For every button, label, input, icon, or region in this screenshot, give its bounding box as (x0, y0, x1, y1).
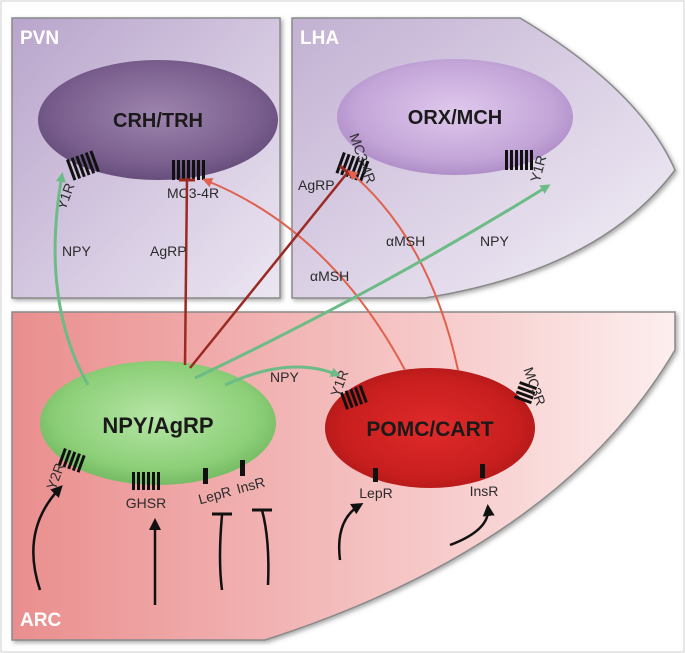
pvn-label: PVN (20, 28, 59, 49)
crh-trh-neuron: CRH/TRH (38, 60, 278, 180)
receptor-glyph-lha-y1r (505, 150, 533, 170)
y2r-input-arrow (32, 485, 63, 591)
orx-mch-neuron: ORX/MCH (337, 59, 573, 175)
receptor-glyph-npy-y2r (57, 448, 86, 473)
signal-label-agrp-lha: AgRP (298, 177, 335, 193)
signal-label-npy-lha: NPY (480, 233, 509, 249)
lepr-input-line (218, 514, 224, 591)
receptor-glyph-pvn-y1r (66, 150, 100, 181)
signal-label-npy-pomc: NPY (270, 369, 299, 385)
receptor-glyph-ghsr (132, 472, 160, 490)
amsh-to-pvn-arrow (202, 177, 406, 371)
receptor-glyph-npy-lepr (203, 468, 208, 484)
receptor-glyph-pomc-insr (480, 464, 485, 478)
receptor-label-pomc-insr: InsR (470, 483, 499, 499)
receptor-glyph-pomc-lepr (373, 468, 378, 482)
pomc-cart-neuron: POMC/CART (325, 368, 535, 488)
receptor-glyph-pomc-y1r (340, 385, 368, 410)
agrp-to-pvn-line (183, 177, 189, 366)
pomc-lepr-input-arrow (338, 502, 364, 561)
amsh-to-lha-arrow (347, 170, 459, 371)
receptor-glyph-npy-insr (240, 460, 245, 476)
receptor-label-npy-insr: InsR (235, 474, 267, 497)
signal-label-amsh-lha: αMSH (386, 233, 425, 249)
receptor-label-pvn-mc34r: MC3-4R (167, 185, 219, 201)
signal-label-amsh-pvn: αMSH (310, 268, 349, 284)
orx-mch-label: ORX/MCH (408, 107, 502, 129)
npy-to-pomc-arrow (224, 365, 341, 387)
npy-to-pvn-arrow (53, 172, 90, 386)
npy-to-lha-arrow (194, 184, 551, 380)
agrp-to-lha-line (189, 171, 349, 369)
npy-agrp-neuron: NPY/AgRP (40, 361, 276, 485)
lha-label: LHA (300, 28, 339, 49)
pomc-insr-input-arrow (449, 504, 495, 547)
arc-label: ARC (20, 610, 61, 631)
crh-trh-label: CRH/TRH (113, 110, 203, 132)
receptor-glyph-pvn-mc34r (172, 160, 205, 180)
signal-label-npy-pvn: NPY (62, 243, 91, 259)
receptor-label-ghsr: GHSR (126, 495, 166, 511)
receptor-glyph-pomc-mc3r (514, 381, 538, 405)
pomc-cart-label: POMC/CART (366, 418, 493, 441)
receptor-label-pomc-lepr: LepR (359, 485, 392, 501)
signal-label-agrp-pvn: AgRP (150, 243, 187, 259)
receptor-label-lha-y1r: Y1R (527, 153, 550, 183)
npy-agrp-label: NPY/AgRP (102, 413, 213, 438)
insr-input-line (260, 509, 270, 586)
